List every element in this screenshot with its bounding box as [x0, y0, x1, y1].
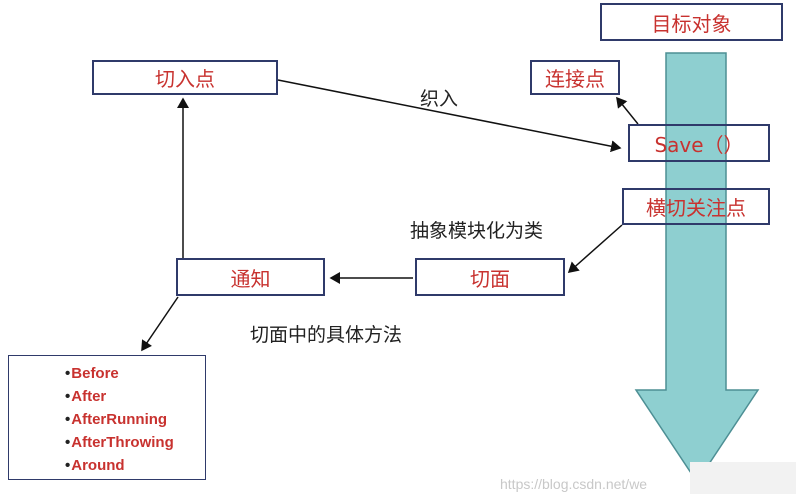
list-item: Around: [65, 454, 205, 477]
list-item: AfterRunning: [65, 408, 205, 431]
advice-box: 通知: [176, 258, 325, 296]
arrow-advice-to-list: [141, 296, 179, 352]
advice-types-list: Before After AfterRunning AfterThrowing …: [8, 355, 206, 480]
arrow-crosscut-to-aspect: [567, 224, 623, 273]
aspect-box: 切面: [415, 258, 565, 296]
weave-label: 织入: [420, 88, 459, 110]
list-item: AfterThrowing: [65, 431, 205, 454]
flow-arrow: [634, 52, 760, 484]
watermark-logo: [690, 462, 796, 494]
joinpoint-box: 连接点: [530, 60, 620, 95]
arrow-pointcut-to-save: [277, 79, 622, 153]
watermark: https://blog.csdn.net/we: [500, 476, 648, 492]
list-item: Before: [65, 362, 205, 385]
target-object-box: 目标对象: [600, 3, 783, 41]
methods-label: 切面中的具体方法: [250, 324, 403, 346]
save-box: Save（）: [628, 124, 770, 162]
list-item: After: [65, 385, 205, 408]
pointcut-box: 切入点: [92, 60, 278, 95]
arrow-save-to-joinpoint: [616, 96, 639, 125]
crosscut-concern-box: 横切关注点: [622, 188, 770, 225]
abstract-label: 抽象模块化为类: [410, 220, 544, 242]
